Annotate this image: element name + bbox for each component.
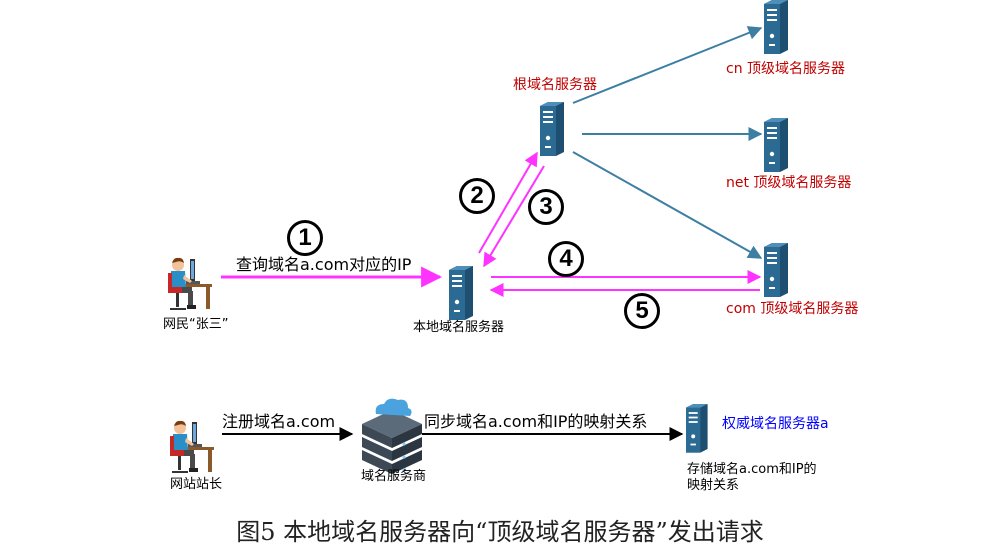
- step-3-badge: 3: [528, 189, 564, 225]
- edge-root-to-com: [572, 151, 763, 259]
- net-server-label: net 顶级域名服务器: [726, 175, 852, 191]
- register-edge-label: 注册域名a.com: [222, 412, 336, 431]
- cn-server-icon: [764, 0, 788, 54]
- root-server-icon: [540, 102, 564, 156]
- auth-store-line1: 存储域名a.com和IP的: [687, 462, 817, 477]
- edge-root-to-local: [483, 165, 545, 268]
- local-server-icon: [449, 266, 473, 320]
- cn-server-label: cn 顶级域名服务器: [726, 61, 846, 77]
- step-5-badge: 5: [624, 293, 660, 329]
- auth-server-label: 权威域名服务器a: [722, 416, 829, 432]
- registrar-label: 域名服务商: [361, 469, 427, 484]
- webmaster-label: 网站站长: [170, 477, 223, 492]
- edge-root-to-cn: [572, 26, 763, 104]
- com-server-label: com 顶级域名服务器: [726, 301, 859, 317]
- step-4-badge: 4: [548, 241, 584, 277]
- user-label: 网民“张三”: [163, 317, 229, 332]
- figure-caption: 图5 本地域名服务器向“顶级域名服务器”发出请求: [236, 518, 764, 546]
- step-1-badge: 1: [287, 220, 323, 256]
- auth-server-icon: [686, 404, 708, 453]
- local-server-label: 本地域名服务器: [413, 320, 505, 335]
- query-edge-label: 查询域名a.com对应的IP: [236, 255, 412, 274]
- net-server-icon: [764, 118, 788, 172]
- step-2-badge: 2: [459, 178, 495, 214]
- registrar-cloud-icon: [362, 398, 422, 474]
- com-server-icon: [764, 243, 788, 297]
- root-server-label: 根域名服务器: [513, 77, 597, 93]
- user-person-icon: [167, 256, 213, 310]
- edge-local-to-root: [478, 151, 538, 254]
- webmaster-person-icon: [169, 419, 215, 473]
- auth-store-line2: 映射关系: [687, 478, 740, 493]
- sync-edge-label: 同步域名a.com和IP的映射关系: [424, 412, 648, 431]
